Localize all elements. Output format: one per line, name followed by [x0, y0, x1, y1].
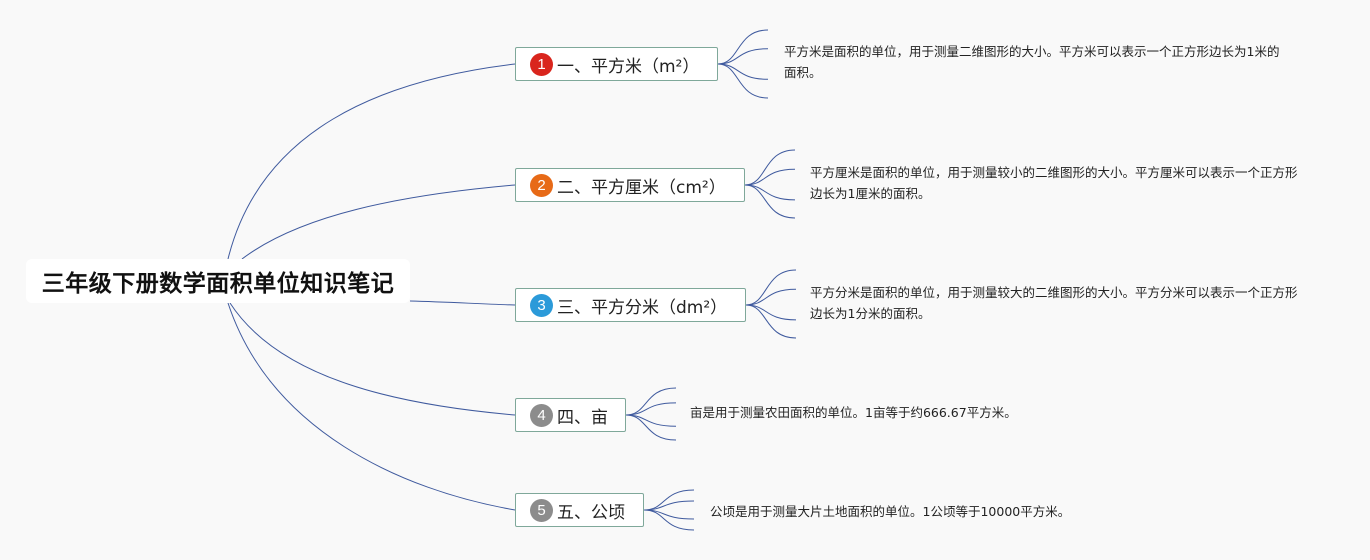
fan-branch-5-stroke-1: [643, 489, 695, 511]
fan-branch-1-stroke-1: [717, 29, 769, 65]
fan-branch-4-stroke-2: [625, 402, 677, 416]
connector-root-to-branch-1: [227, 63, 516, 260]
description-hectare: 公顷是用于测量大片土地面积的单位。1公顷等于10000平方米。: [710, 504, 1071, 519]
branch-square-decimeter[interactable]: 3 三、平方分米（dm²）: [515, 288, 746, 322]
fan-branch-2-stroke-3: [744, 184, 796, 201]
branch-label: 五、公顷: [557, 502, 625, 523]
fan-branch-3-stroke-4: [745, 304, 797, 339]
fan-branch-3-stroke-2: [745, 288, 797, 306]
description-square-decimeter: 平方分米是面积的单位，用于测量较大的二维图形的大小。平方分米可以表示一个正方形边…: [810, 285, 1298, 321]
connector-root-to-branch-5: [227, 302, 516, 511]
fan-branch-1-stroke-3: [717, 63, 769, 80]
branch-hectare[interactable]: 5 五、公顷: [515, 493, 644, 527]
description-mu: 亩是用于测量农田面积的单位。1亩等于约666.67平方米。: [690, 405, 1017, 420]
branch-label: 四、亩: [557, 407, 608, 428]
branch-label: 二、平方厘米（cm²）: [557, 177, 726, 198]
fan-branch-2-stroke-2: [744, 168, 796, 186]
branch-square-centimeter[interactable]: 2 二、平方厘米（cm²）: [515, 168, 745, 202]
fan-branch-2-stroke-1: [744, 149, 796, 186]
root-topic[interactable]: 三年级下册数学面积单位知识笔记: [26, 259, 410, 303]
branch-label: 一、平方米（m²）: [557, 56, 700, 77]
number-badge: 2: [530, 173, 553, 197]
fan-branch-4-stroke-4: [625, 414, 677, 441]
number-badge: 4: [530, 403, 553, 427]
fan-branch-4-stroke-1: [625, 387, 677, 416]
connector-root-to-branch-4: [229, 302, 516, 416]
number-badge: 5: [530, 498, 553, 522]
fan-branch-1-stroke-4: [717, 63, 769, 99]
connector-root-to-branch-3: [409, 300, 516, 306]
fan-branch-2-stroke-4: [744, 184, 796, 219]
description-square-centimeter: 平方厘米是面积的单位，用于测量较小的二维图形的大小。平方厘米可以表示一个正方形边…: [810, 165, 1298, 201]
connector-root-to-branch-2: [241, 184, 516, 260]
fan-branch-1-stroke-2: [717, 48, 769, 65]
number-badge: 3: [530, 293, 553, 317]
fan-branch-3-stroke-3: [745, 304, 797, 321]
description-square-meter: 平方米是面积的单位，用于测量二维图形的大小。平方米可以表示一个正方形边长为1米的…: [784, 44, 1280, 80]
branch-square-meter[interactable]: 1 一、平方米（m²）: [515, 47, 718, 81]
fan-branch-5-stroke-4: [643, 509, 695, 531]
branch-mu[interactable]: 4 四、亩: [515, 398, 626, 432]
fan-branch-3-stroke-1: [745, 269, 797, 306]
number-badge: 1: [530, 52, 553, 76]
branch-label: 三、平方分米（dm²）: [557, 297, 728, 318]
